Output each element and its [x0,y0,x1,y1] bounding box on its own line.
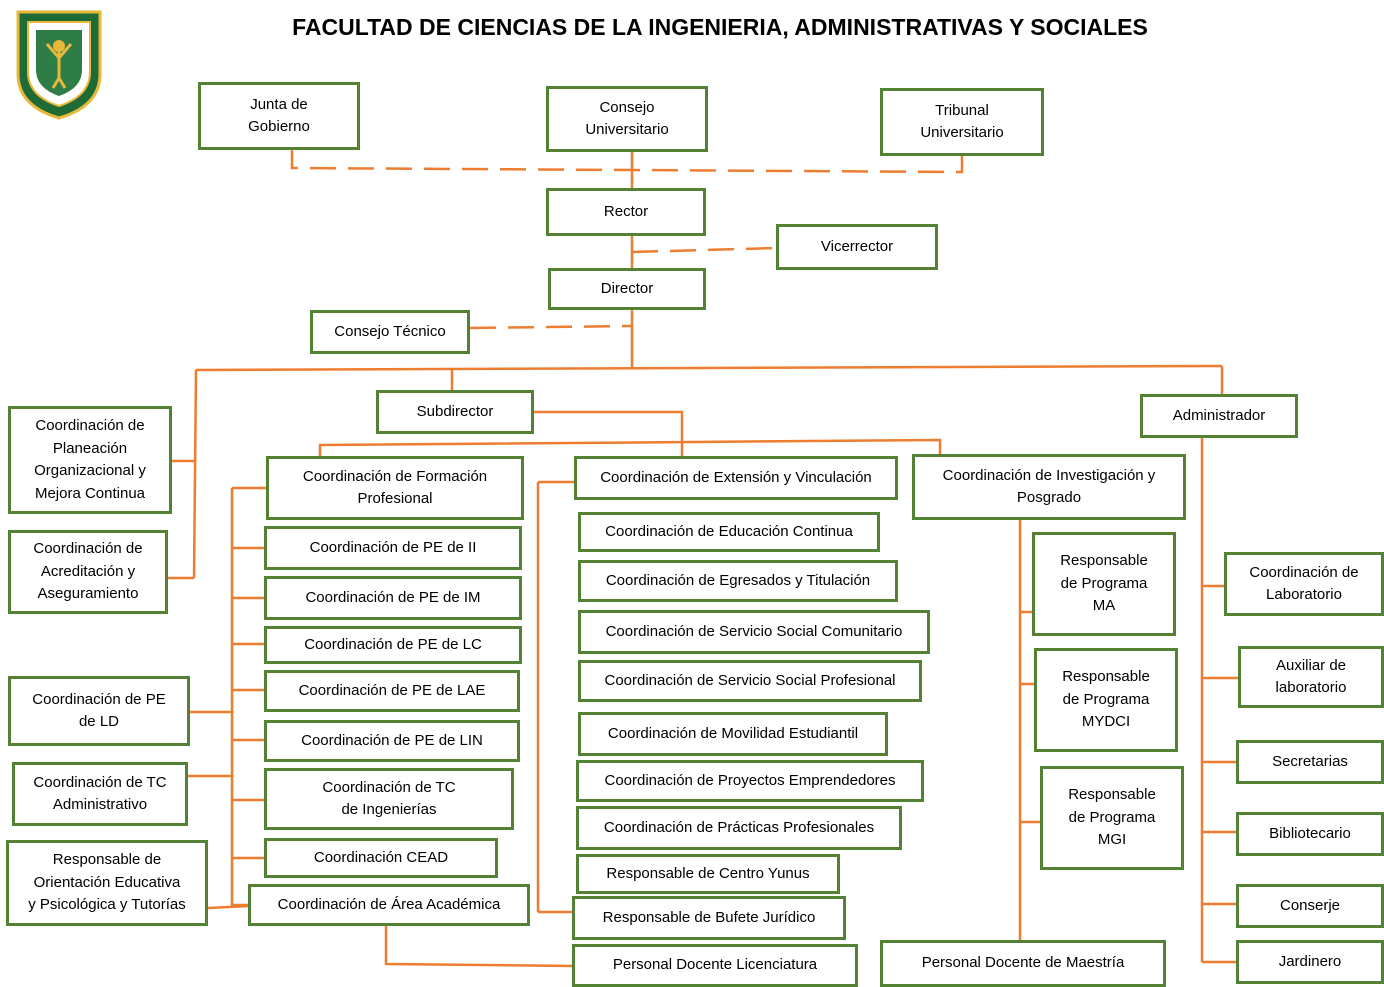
node-subdirector: Subdirector [376,390,534,434]
university-seal-icon [16,10,102,120]
page-title: FACULTAD DE CIENCIAS DE LA INGENIERIA, A… [292,14,1148,40]
node-coord-educacion-continua: Coordinación de Educación Continua [578,512,880,552]
node-coord-pe-ii: Coordinación de PE de II [264,526,522,570]
node-coord-pe-lin: Coordinación de PE de LIN [264,720,520,762]
node-personal-docente-maestria: Personal Docente de Maestría [880,940,1166,987]
solid-connectors [168,152,1240,968]
node-coord-tc-admin: Coordinación de TC Administrativo [12,762,188,826]
node-coord-ss-comunitario: Coordinación de Servicio Social Comunita… [578,610,930,654]
node-administrador: Administrador [1140,394,1298,438]
node-conserje: Conserje [1236,884,1384,928]
node-coord-proyectos: Coordinación de Proyectos Emprendedores [576,760,924,802]
node-rector: Rector [546,188,706,236]
node-coord-investigacion: Coordinación de Investigación y Posgrado [912,454,1186,520]
node-vicerrector: Vicerrector [776,224,938,270]
node-coord-formacion: Coordinación de Formación Profesional [266,456,524,520]
node-consejo-tecnico: Consejo Técnico [310,310,470,354]
node-auxiliar-laboratorio: Auxiliar de laboratorio [1238,646,1384,708]
node-junta-de-gobierno: Junta de Gobierno [198,82,360,150]
node-coord-practicas: Coordinación de Prácticas Profesionales [576,806,902,850]
node-coord-tc-ingenierias: Coordinación de TC de Ingenierías [264,768,514,830]
node-jardinero: Jardinero [1236,940,1384,984]
node-resp-programa-mydci: Responsable de Programa MYDCI [1034,648,1178,752]
node-personal-docente-licenciatura: Personal Docente Licenciatura [572,944,858,987]
node-resp-orientacion: Responsable de Orientación Educativa y P… [6,840,208,926]
node-consejo-universitario: Consejo Universitario [546,86,708,152]
node-coord-cead: Coordinación CEAD [264,838,498,878]
node-coord-pe-im: Coordinación de PE de IM [264,576,522,620]
node-resp-centro-yunus: Responsable de Centro Yunus [576,854,840,894]
node-secretarias: Secretarias [1236,740,1384,784]
node-director: Director [548,268,706,310]
node-coord-planeacion: Coordinación de Planeación Organizaciona… [8,406,172,514]
node-coord-area-academica: Coordinación de Área Académica [248,884,530,926]
node-coord-egresados: Coordinación de Egresados y Titulación [578,560,898,602]
node-coord-pe-ld: Coordinación de PE de LD [8,676,190,746]
node-resp-programa-mgi: Responsable de Programa MGI [1040,766,1184,870]
node-coord-pe-lae: Coordinación de PE de LAE [264,670,520,712]
dashed-connectors [290,148,964,330]
node-tribunal-universitario: Tribunal Universitario [880,88,1044,156]
node-coord-acreditacion: Coordinación de Acreditación y Asegurami… [8,530,168,614]
node-bibliotecario: Bibliotecario [1236,812,1384,856]
node-resp-programa-ma: Responsable de Programa MA [1032,532,1176,636]
node-coord-movilidad: Coordinación de Movilidad Estudiantil [578,712,888,756]
node-coord-pe-lc: Coordinación de PE de LC [264,626,522,664]
node-coord-laboratorio: Coordinación de Laboratorio [1224,552,1384,616]
node-coord-extension: Coordinación de Extensión y Vinculación [574,456,898,500]
node-coord-ss-profesional: Coordinación de Servicio Social Profesio… [578,660,922,702]
node-resp-bufete-juridico: Responsable de Bufete Jurídico [572,896,846,940]
